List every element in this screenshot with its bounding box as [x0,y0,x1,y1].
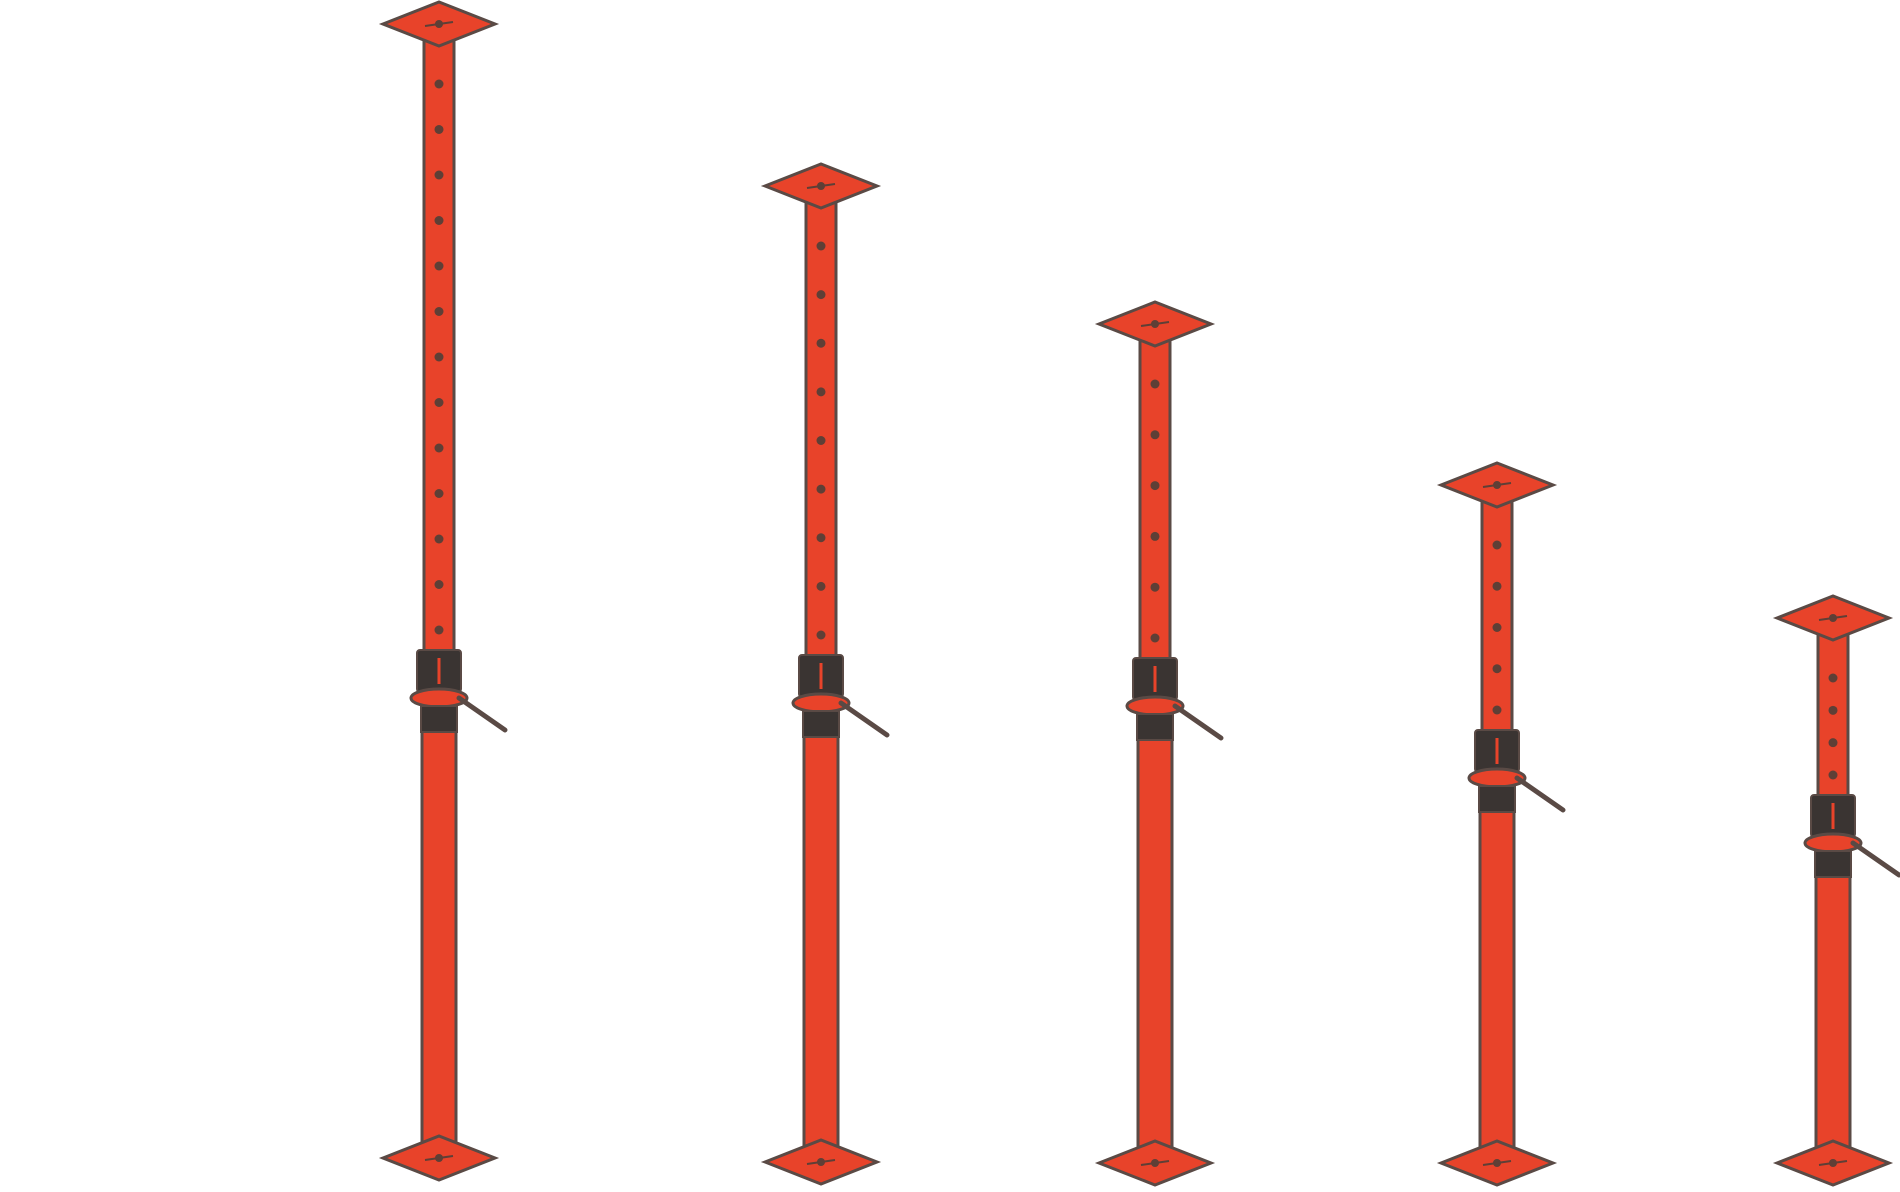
prop-4-inner-tube [1480,493,1514,734]
prop-4-pin-hole [1492,664,1502,674]
prop-4-top-plate-weld-mark [1482,482,1512,488]
prop-3-pin-hole [1150,633,1160,643]
prop-1-outer-tube [420,728,458,1160]
prop-1-pin-hole [434,216,444,225]
prop-4-nut-handle [1514,775,1566,813]
prop-4-sleeve-base [1478,785,1516,813]
prop-5-pin-hole [1828,770,1838,780]
prop-2-pin-hole [816,338,826,348]
prop-5-pin-hole [1828,673,1838,683]
prop-5-top-plate-weld-mark [1818,615,1848,621]
prop-4-base-plate-weld-mark [1482,1160,1512,1166]
prop-1-nut-handle [456,695,508,733]
prop-3-outer-tube [1136,736,1174,1165]
prop-2-base-plate-weld-mark [806,1159,836,1165]
prop-2-top-plate-weld-mark [806,183,836,189]
prop-5 [1772,594,1900,1187]
prop-1-pin-hole [434,125,444,134]
prop-2-pin-hole [816,290,826,300]
prop-2-pin-hole [816,241,826,251]
prop-1-pin-hole [434,170,444,180]
prop-3-pin-hole [1150,430,1160,440]
prop-5-nut-handle [1850,840,1900,878]
prop-1-pin-hole [434,443,444,453]
prop-1-top-plate-weld-mark [424,21,454,27]
prop-4-pin-hole [1492,705,1502,715]
prop-1-pin-hole [434,261,444,271]
prop-3-sleeve-base [1136,713,1174,741]
prop-1-pin-hole [434,307,444,316]
prop-2-nut-handle [838,700,890,738]
prop-5-pin-hole [1828,738,1838,748]
prop-2-pin-hole [816,581,826,591]
prop-1-pin-hole [434,489,444,498]
prop-1 [378,0,508,1182]
prop-4 [1436,461,1566,1187]
prop-2-pin-hole [816,630,826,640]
prop-5-base-plate-weld-mark [1818,1160,1848,1166]
prop-4-pin-hole [1492,581,1502,591]
prop-2-pin-hole [816,484,826,494]
prop-3-pin-hole [1150,582,1160,592]
prop-1-sleeve-base [420,705,458,733]
prop-3 [1094,300,1224,1187]
prop-1-pin-hole [434,79,444,89]
prop-2-pin-hole [816,533,826,543]
prop-3-pin-hole [1150,481,1160,491]
prop-2-pin-hole [816,387,826,397]
prop-1-pin-hole [434,580,444,589]
prop-2-outer-tube [802,733,840,1164]
prop-3-pin-hole [1150,531,1160,541]
prop-2-sleeve-base [802,710,840,738]
prop-4-outer-tube [1478,808,1516,1165]
prop-3-base-plate-weld-mark [1140,1160,1170,1166]
prop-3-nut-handle [1172,703,1224,741]
prop-4-pin-hole [1492,540,1502,550]
prop-3-top-plate-weld-mark [1140,321,1170,327]
prop-5-outer-tube [1814,873,1852,1165]
prop-1-pin-hole [434,534,444,544]
prop-1-pin-hole [434,352,444,362]
prop-4-pin-hole [1492,623,1502,632]
prop-1-pin-hole [434,398,444,407]
prop-3-pin-hole [1150,379,1160,389]
prop-5-pin-hole [1828,705,1838,715]
prop-1-base-plate-weld-mark [424,1155,454,1161]
prop-5-sleeve-base [1814,850,1852,878]
prop-2-pin-hole [816,436,826,445]
prop-2 [760,162,890,1186]
prop-1-pin-hole [434,625,444,635]
